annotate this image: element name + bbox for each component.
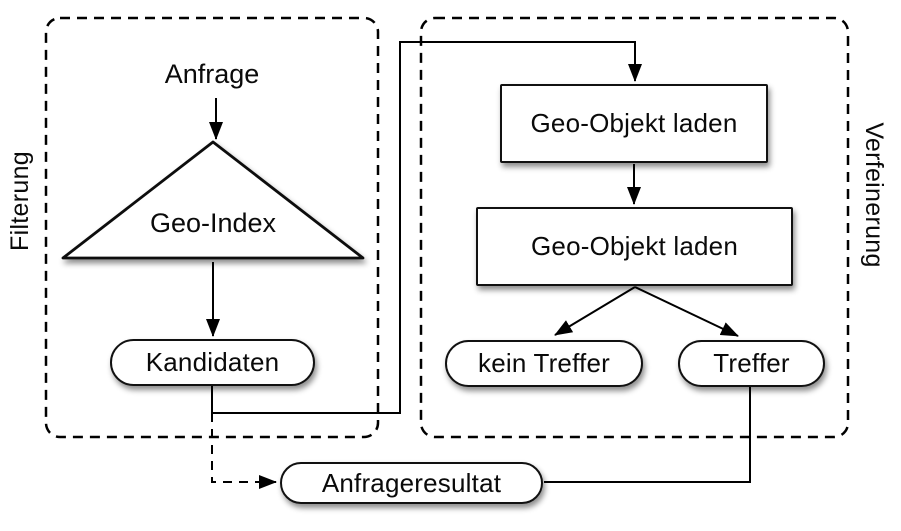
anfrage-label: Anfrage — [164, 58, 260, 89]
arrow-geoobjekt2-to-treffer — [634, 286, 739, 337]
verfeinerung-panel-border — [419, 16, 850, 439]
kandidaten-node: Kandidaten — [110, 339, 315, 386]
geo-objekt-laden-node-2: Geo-Objekt laden — [476, 207, 793, 286]
verfeinerung-panel-label: Verfeinerung — [860, 122, 889, 268]
geo-index-label: Geo-Index — [149, 207, 277, 238]
geo-objekt-laden-node-1: Geo-Objekt laden — [500, 84, 768, 163]
filterung-panel-label: Filterung — [5, 151, 34, 251]
line-treffer-to-anfrageresultat — [544, 386, 751, 483]
anfrageresultat-node: Anfrageresultat — [280, 462, 543, 504]
arrow-kandidaten-to-geoobjekt1 — [211, 41, 642, 414]
geo-index-triangle — [61, 140, 365, 260]
kein-treffer-node: kein Treffer — [445, 340, 643, 387]
dashed-arrow-kandidaten-to-anfrageresultat — [211, 413, 277, 489]
treffer-node: Treffer — [678, 340, 825, 387]
arrow-geoobjekt2-to-keintreffer — [554, 286, 636, 336]
